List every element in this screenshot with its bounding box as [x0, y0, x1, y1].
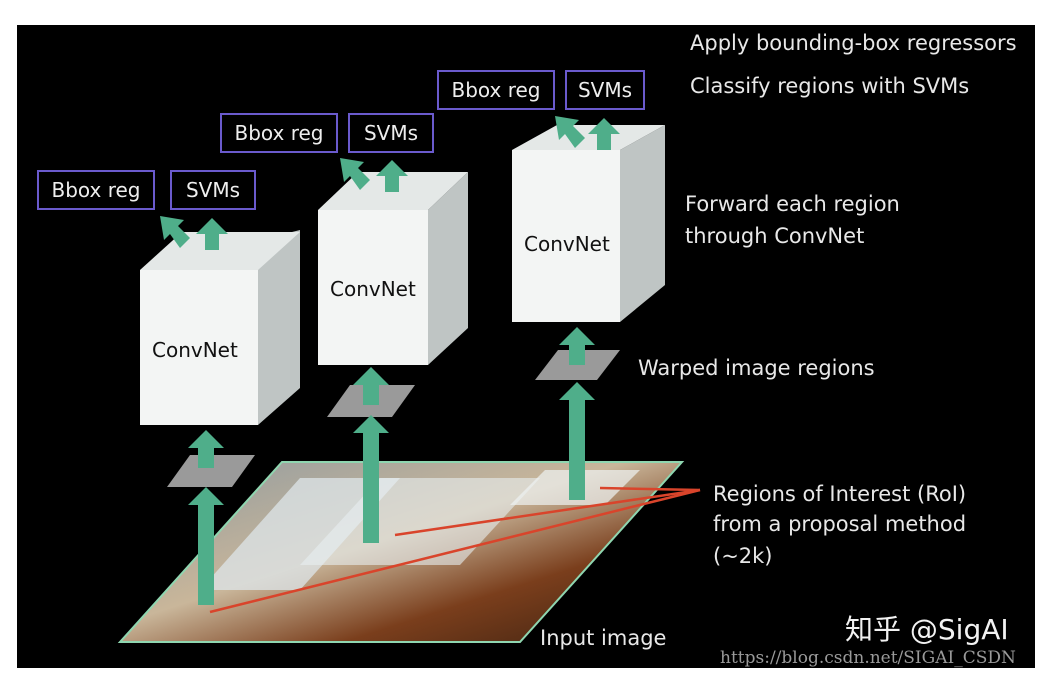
input-image-label: Input image [540, 626, 667, 650]
convnet-cube-2 [318, 172, 468, 365]
roi-label-2: from a proposal method [713, 512, 967, 536]
convnet-cube-1 [140, 230, 300, 425]
roi-label-1: Regions of Interest (RoI) [713, 482, 967, 506]
roi-region-2 [300, 478, 540, 565]
svms-box-3: SVMs [565, 70, 645, 110]
convnet-label-3: ConvNet [524, 232, 610, 256]
bbox-reg-box-3: Bbox reg [437, 70, 555, 110]
convnet-cube-3 [512, 125, 665, 322]
bbox-reg-box-1: Bbox reg [37, 170, 155, 210]
green-arrows [160, 116, 620, 605]
source-url: https://blog.csdn.net/SIGAI_CSDN [720, 648, 1016, 668]
svms-box-2: SVMs [348, 113, 434, 153]
svms-box-1: SVMs [170, 170, 256, 210]
roi-pointer-lines [209, 486, 701, 614]
roi-label-3: (~2k) [713, 544, 773, 568]
convnet-label-1: ConvNet [152, 338, 238, 362]
forward-label-1: Forward each region [685, 192, 900, 216]
bbox-reg-box-2: Bbox reg [220, 113, 338, 153]
classify-label: Classify regions with SVMs [690, 74, 970, 98]
forward-label-2: through ConvNet [685, 224, 865, 248]
warped-label: Warped image regions [638, 356, 875, 380]
convnet-label-2: ConvNet [330, 277, 416, 301]
roi-region-1 [200, 478, 400, 590]
apply-bbox-label: Apply bounding-box regressors [690, 31, 1017, 55]
watermark-zhihu: 知乎 @SigAI [845, 613, 1009, 646]
warped-region-1 [167, 455, 255, 487]
